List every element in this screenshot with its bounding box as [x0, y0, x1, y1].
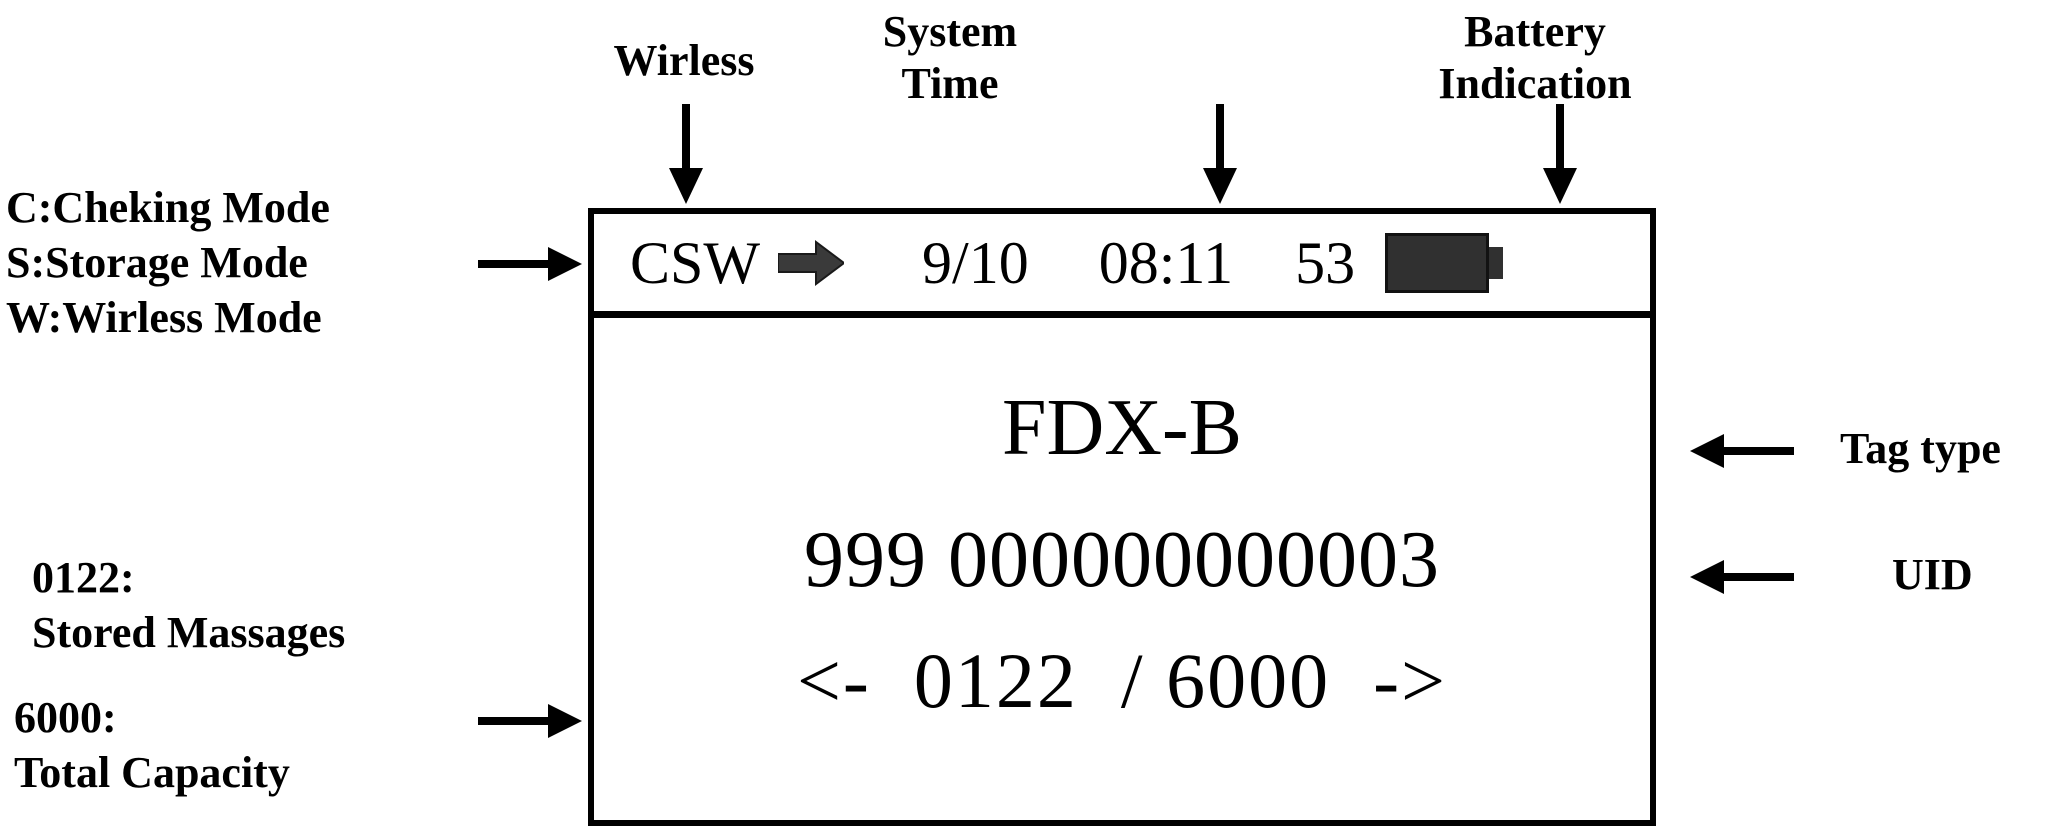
arrow-uid-to-display	[1690, 560, 1794, 594]
system-date-text: 9/10	[922, 229, 1029, 296]
display-content-area: FDX-B 999 000000000003 <- 0122 / 6000 ->	[594, 318, 1650, 820]
arrow-mode-to-status-bar	[478, 247, 582, 281]
callout-wireless-label: Wirless	[613, 36, 755, 85]
callout-battery-label: Battery Indication	[1438, 7, 1632, 108]
uid-value: 999 000000000003	[804, 516, 1440, 604]
status-bar: CSW 9/10 08:11 53	[594, 214, 1650, 318]
callout-total-capacity: 6000: Total Capacity	[14, 693, 290, 797]
callout-mode-legend: C:Cheking Mode S:Storage Mode W:Wirless …	[6, 183, 330, 342]
arrow-wireless-to-icon	[669, 104, 703, 204]
callout-uid-label: UID	[1892, 550, 1973, 599]
battery-icon	[1385, 232, 1504, 293]
tag-type-value: FDX-B	[1001, 384, 1243, 472]
arrow-capacity-to-counter	[478, 704, 582, 738]
arrow-battery-to-icon	[1543, 104, 1577, 204]
arrow-tag-type-to-display	[1690, 434, 1794, 468]
callout-stored-messages: 0122: Stored Massages	[32, 553, 346, 657]
arrow-system-time-to-clock	[1203, 104, 1237, 204]
battery-percent-text: 53	[1295, 229, 1356, 296]
callout-system-time-label: System Time	[882, 7, 1018, 108]
system-time-text: 08:11	[1098, 229, 1234, 296]
mode-flags-text: CSW	[630, 229, 761, 296]
lcd-display-frame: CSW 9/10 08:11 53 FDX-B 999 000000000003…	[588, 208, 1656, 826]
callout-tag-type-label: Tag type	[1840, 424, 2001, 473]
record-counter-value: <- 0122 / 6000 ->	[796, 637, 1448, 724]
wireless-arrow-icon	[777, 239, 846, 286]
